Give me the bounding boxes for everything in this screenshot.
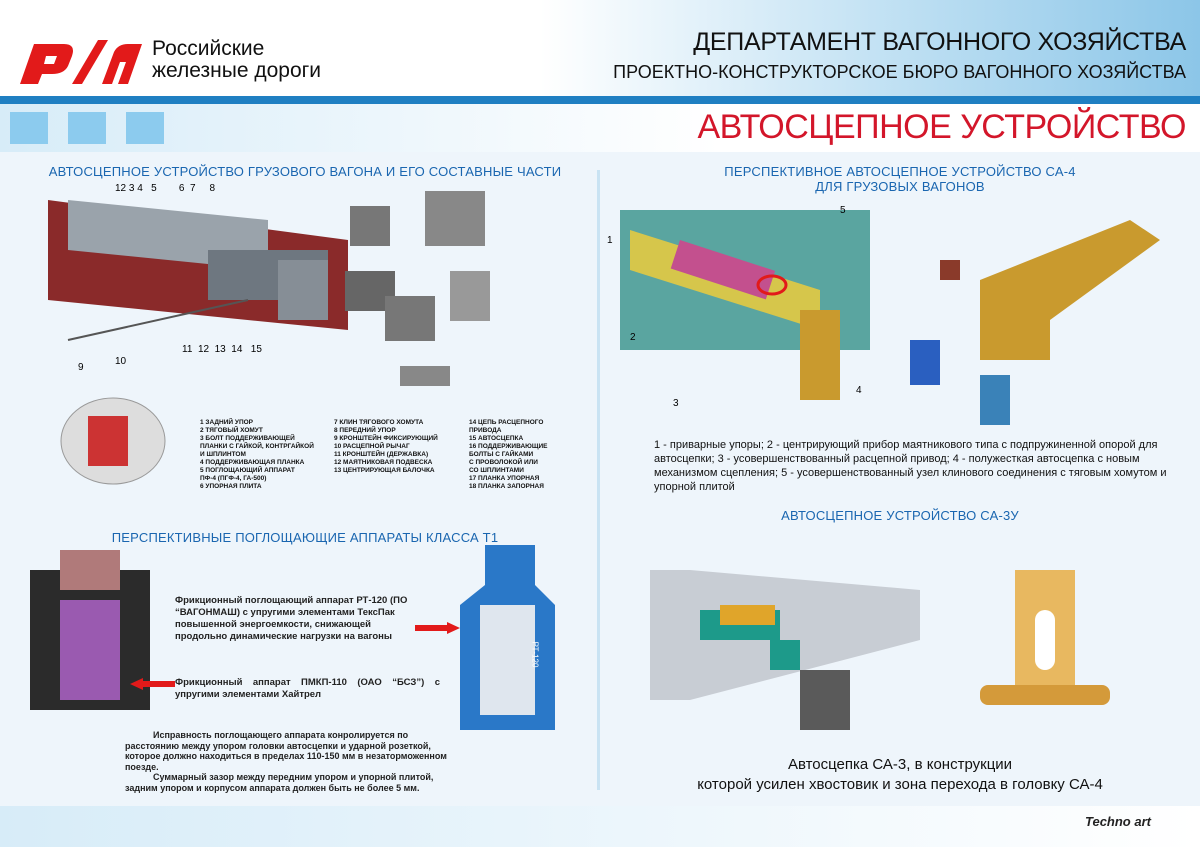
decor-square <box>10 112 48 144</box>
absorber-note-2: Суммарный зазор между передним упором и … <box>125 772 434 793</box>
caption-line-2: которой усилен хвостовик и зона перехода… <box>697 776 1103 793</box>
callouts-bottom: 11 12 13 14 15 <box>182 344 262 355</box>
techno-art-logo: Techno art <box>1085 814 1151 829</box>
callout-2: 2 <box>630 332 636 343</box>
header <box>0 0 1200 96</box>
ca3-caption: Автосцепка СА-3, в конструкции которой у… <box>620 755 1180 795</box>
callout-9: 9 <box>78 362 84 373</box>
rt120-label: РТ-120 <box>530 641 540 668</box>
rzd-logo-text: Российские железные дороги <box>152 38 321 82</box>
rzd-logo-icon <box>20 40 142 84</box>
ca4-description: 1 - приварные упоры; 2 - центрирующий пр… <box>654 439 1167 493</box>
heading-line-2: ДЛЯ ГРУЗОВЫХ ВАГОНОВ <box>815 179 985 194</box>
decor-square <box>68 112 106 144</box>
freight-coupler-assembly-image <box>48 200 348 341</box>
absorber-notes: Исправность поглощающего аппарата конрол… <box>125 730 460 793</box>
heading-line-1: ПЕРСПЕКТИВНОЕ АВТОСЦЕПНОЕ УСТРОЙСТВО СА-… <box>724 164 1076 179</box>
ca3u-assembly-image <box>650 570 920 730</box>
rt-120-absorber-image <box>460 545 555 730</box>
ca3-shank-image <box>980 570 1110 705</box>
footer-band <box>0 806 1200 847</box>
callout-4: 4 <box>856 385 862 396</box>
title-band <box>0 104 1200 152</box>
section-heading-ca4: ПЕРСПЕКТИВНОЕ АВТОСЦЕПНОЕ УСТРОЙСТВО СА-… <box>620 164 1180 194</box>
ca4-coupler-parts-image <box>910 220 1160 425</box>
coupler-parts-exploded-image <box>345 191 490 386</box>
parts-list-col-3: 14 ЦЕПЬ РАСЦЕПНОГО ПРИВОДА 15 АВТОСЦЕПКА… <box>469 419 548 490</box>
absorber-note-1: Исправность поглощающего аппарата конрол… <box>125 730 447 772</box>
section-heading-absorbers: ПЕРСПЕКТИВНЫЕ ПОГЛОЩАЮЩИЕ АППАРАТЫ КЛАСС… <box>111 530 499 545</box>
ca4-text-flow: 1 - приварные упоры; 2 - центрирующий пр… <box>620 438 1180 523</box>
parts-list-col-2: 7 КЛИН ТЯГОВОГО ХОМУТА 8 ПЕРЕДНИЙ УПОР 9… <box>334 419 438 474</box>
arrow-right-icon <box>415 622 460 634</box>
pmkp-110-description: Фрикционный аппарат ПМКП-110 (ОАО “БСЗ”)… <box>175 677 440 700</box>
caption-line-1: Автосцепка СА-3, в конструкции <box>787 756 1013 773</box>
parts-list-col-1: 1 ЗАДНИЙ УПОР 2 ТЯГОВЫЙ ХОМУТ 3 БОЛТ ПОД… <box>200 419 314 490</box>
rt-120-description: Фрикционный поглощающий аппарат РТ-120 (… <box>175 595 408 642</box>
page-title: АВТОСЦЕПНОЕ УСТРОЙСТВО <box>697 108 1186 146</box>
column-divider <box>597 170 600 790</box>
pmkp-110-absorber-image <box>30 550 150 710</box>
callout-10: 10 <box>115 356 127 367</box>
callouts-top: 12 3 4 5 6 7 8 <box>115 183 216 194</box>
decor-square <box>126 112 164 144</box>
callout-5: 5 <box>840 205 846 216</box>
bureau-title: ПРОЕКТНО-КОНСТРУКТОРСКОЕ БЮРО ВАГОННОГО … <box>613 62 1186 82</box>
callout-3: 3 <box>673 398 679 409</box>
logo-line-1: Российские <box>152 37 265 60</box>
callout-1: 1 <box>607 235 613 246</box>
logo-line-2: железные дороги <box>152 59 322 82</box>
department-title: ДЕПАРТАМЕНТ ВАГОННОГО ХОЗЯЙСТВА <box>693 28 1186 56</box>
ca4-installation-image <box>620 210 870 400</box>
header-stripe <box>0 96 1200 104</box>
section-heading-freight-coupler: АВТОСЦЕПНОЕ УСТРОЙСТВО ГРУЗОВОГО ВАГОНА … <box>48 164 562 179</box>
arrow-left-icon <box>130 678 175 690</box>
coupler-detail-image <box>60 397 166 485</box>
section-heading-ca3u: АВТОСЦЕПНОЕ УСТРОЙСТВО СА-3У <box>781 508 1019 523</box>
